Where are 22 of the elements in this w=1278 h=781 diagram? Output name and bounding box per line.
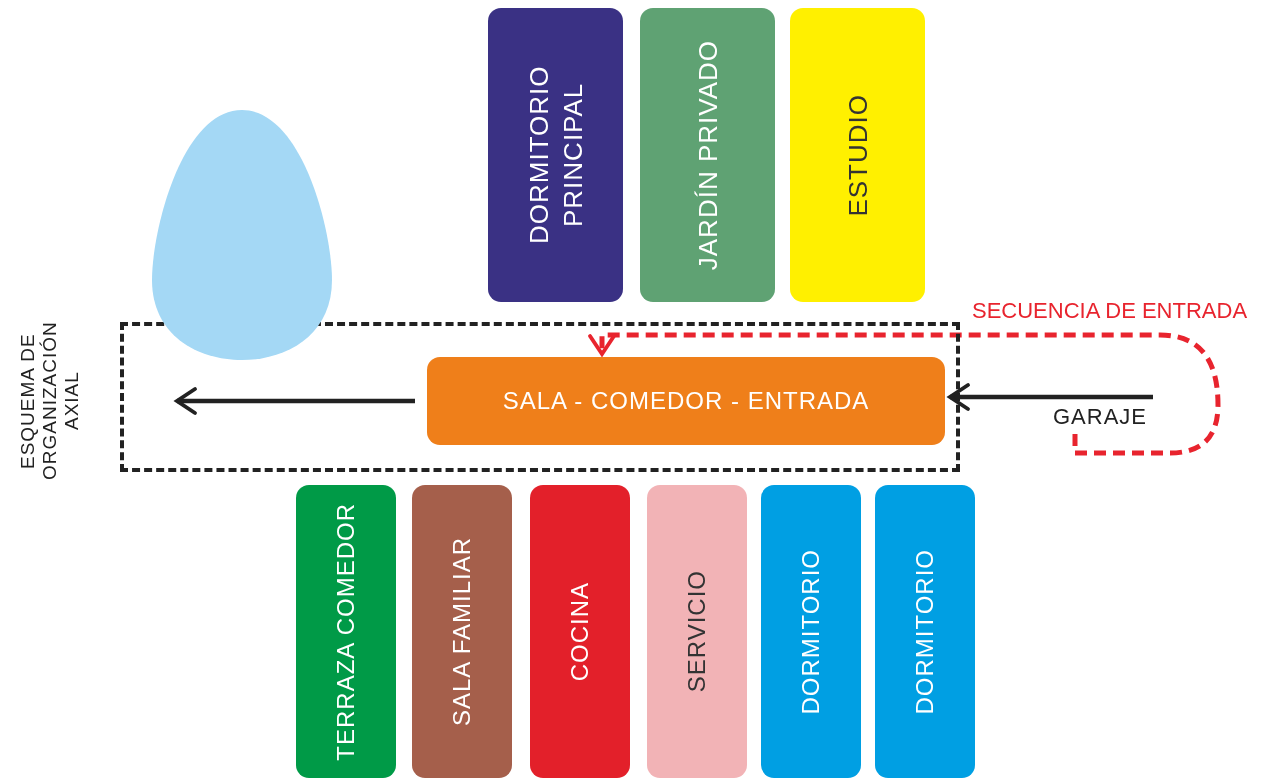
room-label: COCINA — [565, 581, 594, 682]
room-block — [640, 8, 775, 302]
room-block — [875, 485, 975, 778]
room-block — [647, 485, 747, 778]
room-block — [761, 485, 861, 778]
room-label: SALA FAMILIAR — [447, 536, 476, 727]
room-block — [530, 485, 630, 778]
room-block — [790, 8, 925, 302]
room-label: DORMITORIO — [910, 548, 939, 715]
room-label: DORMITORIO — [796, 548, 825, 715]
room-label: ESTUDIO — [841, 93, 874, 217]
room-label: SALA - COMEDOR - ENTRADA — [502, 387, 870, 415]
room-block — [488, 8, 623, 302]
hall-bar — [427, 357, 945, 445]
zone-title: ESQUEMA DE ORGANIZACIÓN AXIAL — [17, 320, 83, 483]
room-label: SERVICIO — [682, 570, 711, 693]
room-label: DORMITORIO PRINCIPAL — [522, 64, 589, 247]
room-block — [296, 485, 396, 778]
room-label: TERRAZA COMEDOR — [331, 502, 360, 761]
garage-label: GARAJE — [1053, 404, 1147, 430]
room-label: JARDÍN PRIVADO — [691, 39, 724, 271]
room-block — [412, 485, 512, 778]
